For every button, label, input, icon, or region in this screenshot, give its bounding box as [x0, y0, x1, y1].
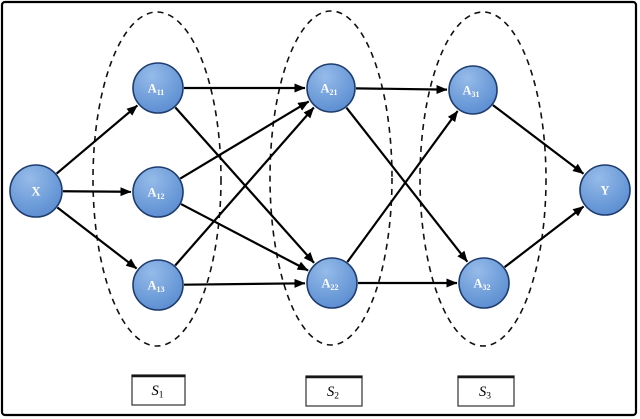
node-circle-A21 [306, 63, 356, 113]
node-label-sub-A31: 31 [472, 90, 480, 99]
edge-X-to-A12 [62, 187, 132, 197]
stage-label-sub-s2: 2 [334, 392, 339, 402]
node-circle-A13 [132, 259, 184, 311]
edge-A13-to-A21 [174, 106, 315, 267]
node-label-sub-A22: 22 [331, 283, 339, 292]
node-label-sub-A12: 12 [157, 192, 165, 201]
node-label-Y: Y [600, 184, 609, 198]
edge-X-to-A13 [56, 206, 138, 270]
node-A32: A32 [458, 257, 510, 309]
stage-label-sub-s3: 3 [486, 392, 491, 402]
stage-box-s3: S3 [457, 375, 515, 407]
stage-box-rect-s1 [131, 374, 186, 406]
edge-A12-to-A21 [179, 100, 310, 180]
node-label-sub-A21: 21 [330, 88, 338, 97]
node-A13: A13 [132, 259, 184, 311]
edge-A31-to-Y [492, 104, 585, 175]
node-label-sub-A13: 13 [157, 285, 165, 294]
node-circle-A11 [132, 62, 184, 114]
node-Y: Y [579, 164, 631, 216]
node-label-sub-A32: 32 [483, 283, 491, 292]
stage-box-rect-s2 [305, 375, 363, 407]
edge-A32-to-Y [503, 205, 585, 269]
edge-X-to-A11 [55, 104, 139, 175]
node-X: X [9, 164, 63, 218]
edge-A13-to-A22 [183, 278, 306, 288]
node-circle-A22 [306, 257, 358, 309]
node-A31: A31 [448, 65, 498, 115]
node-label-sub-A11: 11 [157, 88, 165, 97]
stage-label-sub-s1: 1 [159, 391, 164, 401]
node-A12: A12 [132, 166, 184, 218]
stage-box-s2: S2 [305, 375, 363, 407]
node-circle-A31 [448, 65, 498, 115]
group-stage-2 [269, 10, 393, 346]
node-circle-Y [579, 164, 631, 216]
node-circle-A32 [458, 257, 510, 309]
edge-A22-to-A31 [346, 110, 459, 263]
stage-box-s1: S1 [131, 374, 186, 406]
group-stage-3 [419, 11, 547, 347]
node-label-X: X [31, 185, 40, 199]
group-stage-1 [92, 11, 222, 347]
edge-A21-to-A32 [345, 106, 469, 263]
edge-A12-to-A22 [180, 203, 309, 272]
node-A11: A11 [132, 62, 184, 114]
node-circle-X [9, 164, 63, 218]
node-A21: A21 [306, 63, 356, 113]
node-circle-A12 [132, 166, 184, 218]
node-A22: A22 [306, 257, 358, 309]
edge-A21-to-A31 [355, 84, 448, 94]
